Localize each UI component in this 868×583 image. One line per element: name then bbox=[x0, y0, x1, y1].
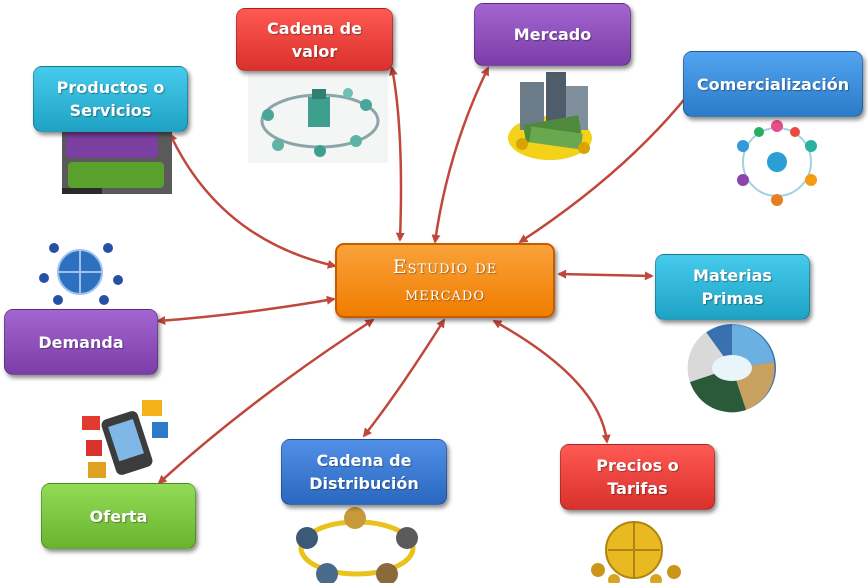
connector-arrow-precios-o-tarifas bbox=[492, 319, 611, 444]
connector-arrow-oferta bbox=[157, 318, 375, 485]
node-label: Mercado bbox=[513, 25, 592, 44]
connector-arrow-demanda bbox=[156, 295, 336, 325]
central-topic-label: Estudio de mercado bbox=[392, 255, 498, 305]
connector-arrow-comercializacion bbox=[518, 84, 697, 244]
connector-layer bbox=[156, 66, 697, 485]
connector-arrow-cadena-de-valor bbox=[388, 66, 405, 242]
node-label: Demanda bbox=[38, 332, 124, 352]
node-cadena-de-distribucion: Cadena de Distribución bbox=[281, 439, 447, 505]
node-label: Oferta bbox=[89, 506, 148, 526]
node-label: Materias Primas bbox=[693, 266, 772, 308]
node-comercializacion: Comercialización bbox=[683, 51, 863, 117]
connector-arrow-productos-o-servicios bbox=[168, 132, 337, 269]
phone-brands-icon bbox=[82, 400, 168, 478]
node-cadena-de-valor: Cadena de valor bbox=[236, 8, 393, 71]
node-label: Comercialización bbox=[696, 74, 850, 94]
connector-arrow-cadena-de-distribucion bbox=[362, 318, 446, 438]
node-label: Cadena de Distribución bbox=[309, 451, 419, 493]
node-materias-primas: Materias Primas bbox=[655, 254, 810, 320]
node-label: Cadena de valor bbox=[267, 18, 362, 61]
node-label: Productos o Servicios bbox=[56, 78, 165, 120]
connector-arrow-mercado bbox=[431, 66, 490, 244]
node-productos-o-servicios: Productos o Servicios bbox=[33, 66, 188, 132]
node-mercado: Mercado bbox=[474, 3, 631, 66]
network-people-icon bbox=[737, 120, 817, 206]
keyboard-keys-icon bbox=[62, 128, 172, 194]
central-topic-estudio-de-mercado: Estudio de mercado bbox=[335, 243, 555, 318]
globe-network-icon bbox=[39, 243, 123, 305]
raw-materials-icon bbox=[687, 324, 776, 413]
node-demanda: Demanda bbox=[4, 309, 158, 375]
node-precios-o-tarifas: Precios o Tarifas bbox=[560, 444, 715, 510]
node-label: Precios o Tarifas bbox=[596, 456, 679, 498]
node-oferta: Oferta bbox=[41, 483, 196, 549]
value-chain-diagram-icon bbox=[248, 75, 388, 163]
distribution-cycle-icon bbox=[296, 507, 418, 583]
city-money-icon bbox=[508, 72, 592, 160]
gold-globe-currency-icon bbox=[591, 521, 681, 583]
connector-arrow-materias-primas bbox=[557, 269, 654, 281]
